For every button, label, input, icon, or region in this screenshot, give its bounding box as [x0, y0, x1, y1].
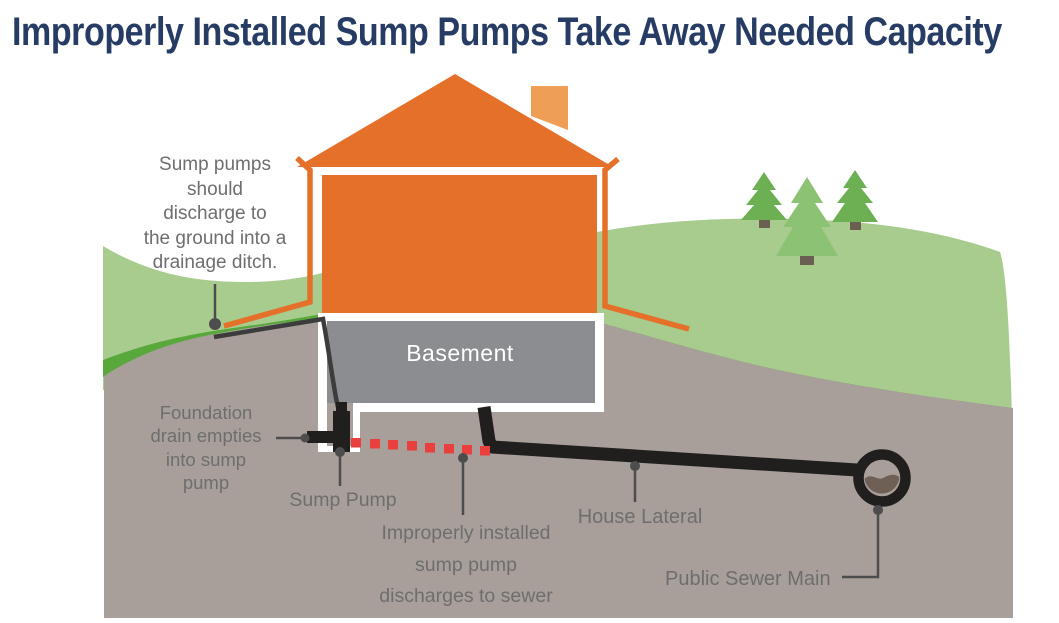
- page-title: Improperly Installed Sump Pumps Take Awa…: [12, 10, 1002, 54]
- tree-middle: [776, 177, 838, 265]
- house-roof: [297, 74, 613, 167]
- label-sump-pump: Sump Pump: [289, 489, 397, 511]
- left-downspout-pipe: [223, 155, 313, 329]
- sump-pump-inlet-stub: [307, 431, 335, 443]
- label-foundation-drain: Foundation drain empties into sump pump: [150, 402, 262, 494]
- sump-pump-cap: [336, 402, 347, 413]
- public-sewer-main-pipe: [853, 449, 911, 507]
- tree-left: [741, 172, 787, 228]
- right-downspout-pipe: [602, 156, 690, 332]
- sump-pump: [307, 402, 350, 452]
- house-lateral-pipe: [477, 406, 858, 477]
- label-public-sewer-main: Public Sewer Main: [665, 568, 831, 590]
- label-improper-install: Improperly installed sump pump discharge…: [379, 522, 553, 608]
- leader-lines: [209, 284, 883, 579]
- label-basement: Basement: [406, 340, 514, 366]
- left-grass-edge: [103, 314, 322, 377]
- label-discharge-note: Sump pumps should discharge to the groun…: [143, 154, 287, 273]
- sewage-level: [864, 474, 900, 494]
- sump-pump-body: [333, 411, 350, 452]
- improper-discharge-dashed-line: [351, 438, 490, 456]
- label-house-lateral: House Lateral: [577, 506, 703, 528]
- chimney: [531, 86, 568, 130]
- tree-right: [832, 170, 878, 230]
- house-wall: [322, 175, 597, 313]
- basement-interior: [327, 321, 595, 403]
